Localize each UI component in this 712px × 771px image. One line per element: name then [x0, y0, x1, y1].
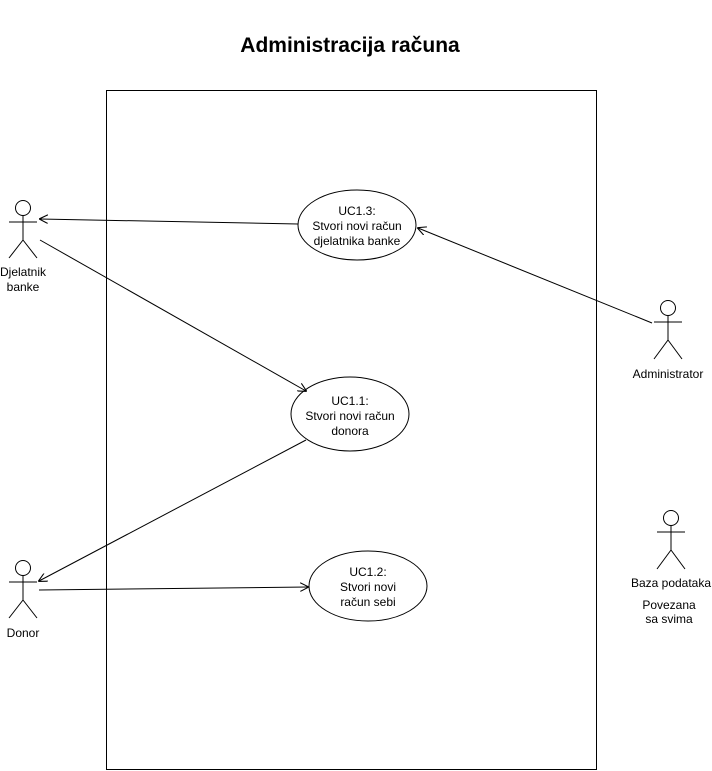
- use-case-ellipse: [308, 550, 428, 622]
- actor-donor[interactable]: [8, 560, 38, 619]
- actor-administrator[interactable]: [653, 300, 683, 360]
- actor-label-djelatnik-line2: banke: [7, 280, 40, 294]
- actor-note-line2: sa svima: [645, 612, 693, 626]
- use-case-ellipse: [297, 189, 417, 261]
- actor-head: [663, 510, 679, 526]
- use-case-label-line2: djelatnika banke: [314, 234, 401, 248]
- use-case-label-line1: Stvori novi: [340, 580, 396, 594]
- use-case-id: UC1.2:: [349, 565, 386, 579]
- actor-label-donor: Donor: [7, 626, 40, 640]
- actor-label-baza: Baza podataka: [631, 576, 711, 590]
- use-case-uc13[interactable]: UC1.3: Stvori novi račun djelatnika bank…: [297, 189, 417, 261]
- actor-head: [660, 300, 676, 316]
- diagram-title: Administracija računa: [240, 34, 460, 57]
- use-case-ellipse: [290, 376, 410, 452]
- use-case-id: UC1.1:: [331, 394, 368, 408]
- association-djelatnik-to-uc11: [39, 239, 306, 391]
- system-boundary: [106, 90, 597, 770]
- association-administrator-to-uc13: [418, 228, 653, 324]
- use-case-label-line1: Stvori novi račun: [312, 219, 401, 233]
- actor-baza-podataka[interactable]: [656, 510, 686, 570]
- use-case-uc11[interactable]: UC1.1: Stvori novi račun donora: [290, 376, 410, 452]
- use-case-label-line2: donora: [331, 424, 369, 438]
- association-uc11-to-donor: [39, 439, 307, 581]
- association-donor-to-uc12: [38, 587, 308, 590]
- actor-note-line1: Povezana: [642, 598, 696, 612]
- actor-label-administrator: Administrator: [633, 367, 704, 381]
- use-case-label-line2: račun sebi: [340, 595, 395, 609]
- association-uc13-to-djelatnik: [40, 219, 299, 225]
- use-case-uc12[interactable]: UC1.2: Stvori novi račun sebi: [308, 550, 428, 622]
- use-case-id: UC1.3:: [338, 204, 375, 218]
- actor-label-djelatnik-line1: Djelatnik: [0, 265, 47, 279]
- actor-djelatnik-banke[interactable]: [8, 200, 38, 259]
- actor-head: [15, 200, 31, 216]
- use-case-label-line1: Stvori novi račun: [305, 409, 394, 423]
- actor-head: [15, 560, 31, 576]
